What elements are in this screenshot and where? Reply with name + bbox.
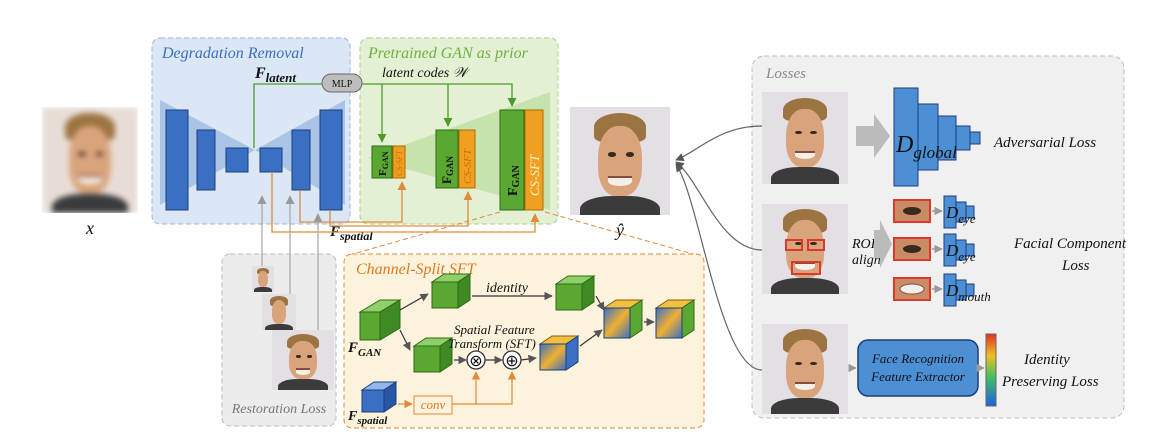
unet-block (196, 129, 216, 191)
d-global-discriminator (893, 87, 981, 187)
input-x-label: x (85, 218, 94, 238)
d-eye-discriminator-2 (943, 233, 975, 267)
csft-callout-line (544, 211, 701, 257)
face-recognition-extractor-box (857, 339, 979, 397)
conv-to-plus-arrow (476, 371, 517, 405)
cssft-block-3 (524, 109, 544, 211)
d-mouth-discriminator (943, 273, 975, 307)
spatial-line (271, 172, 540, 233)
fgan-block-1 (371, 145, 393, 179)
component-face-image (762, 204, 848, 294)
identity-cube-out (554, 275, 596, 311)
identity-cube-in (430, 273, 472, 309)
big-arrow-icon (856, 114, 890, 158)
output-to-loss-arrow (675, 161, 763, 251)
unet-block (319, 109, 343, 211)
identity-feature-bar (985, 333, 997, 407)
f-spatial-label: Fspatial (329, 224, 373, 243)
degradation-removal-title: Degradation Removal (161, 45, 304, 62)
sft-cube-out (538, 335, 580, 371)
mlp-box (321, 73, 363, 93)
output-y-label: ŷ (614, 220, 624, 240)
identity-loss-line1: Identity (1023, 352, 1070, 368)
identity-loss-line2: Preserving Loss (1001, 374, 1099, 390)
csft-arrow (520, 354, 537, 364)
latent-line (362, 83, 517, 107)
conv-box (413, 395, 453, 415)
output-face-image (570, 107, 670, 215)
fr-label-line2: Feature Extractor (870, 369, 966, 384)
fspatial-cube (360, 381, 398, 413)
roi-arrow-icon (874, 220, 892, 268)
roi-label-line2: align (852, 253, 881, 268)
fgan-block-2 (435, 129, 459, 189)
fgan-block-3 (499, 109, 525, 211)
fgan-label-1: FGAN (377, 151, 390, 176)
eye-crop-2-eye (903, 245, 921, 253)
identity-face-image (762, 324, 848, 414)
input-face-image (42, 107, 138, 213)
cssft-block-1 (392, 145, 406, 179)
roi-eye-left-box (785, 239, 803, 251)
fgan-cube (358, 299, 402, 341)
unet-block (259, 147, 283, 173)
unet-block (291, 129, 311, 191)
spatial-line (299, 181, 407, 223)
cssft-block-2 (458, 129, 476, 189)
spatial-line (329, 191, 473, 227)
mlp-label: MLP (332, 79, 353, 90)
facial-loss-line1: Facial Component (1013, 236, 1127, 252)
gan-prior-title: Pretrained GAN as prior (367, 45, 529, 62)
concat-cube-2 (654, 299, 696, 339)
facial-loss-line2: Loss (1061, 258, 1090, 274)
f-latent-label: Flatent (254, 65, 296, 85)
output-to-loss-arrow (675, 125, 763, 161)
roi-mouth-box (791, 261, 821, 275)
conv-label: conv (421, 397, 446, 412)
csft-arrow (595, 295, 605, 311)
plus-symbol: ⊕ (505, 351, 518, 370)
csft-arrow (399, 293, 429, 311)
identity-label: identity (486, 281, 529, 296)
d-eye-discriminator-1 (943, 195, 975, 229)
cssft-label-3: CS-SFT (527, 154, 542, 196)
roi-label-line1: ROI (851, 237, 877, 252)
mouth-crop-mouth (899, 283, 925, 295)
losses-title: Losses (765, 66, 806, 82)
adversarial-loss-label: Adversarial Loss (993, 135, 1096, 151)
cssft-label-2: CS-SFT (462, 148, 474, 184)
cssft-label-1: CS-SFT (395, 150, 404, 176)
adv-face-image (762, 92, 848, 184)
restoration-loss-label: Restoration Loss (231, 402, 327, 417)
sft-label-line1: Spatial Feature (454, 322, 535, 337)
csft-callout-line (345, 211, 501, 257)
sft-label-line2: Transform (SFT) (448, 336, 536, 351)
output-to-loss-arrow (675, 163, 763, 371)
latent-line (253, 83, 322, 148)
multiply-symbol: ⊗ (469, 351, 482, 370)
roi-eye-right-box (807, 239, 825, 251)
unet-block (165, 109, 189, 211)
csft-arrow (579, 329, 603, 347)
eye-crop-1-eye (903, 207, 921, 215)
unet-block (225, 147, 249, 173)
sft-cube-in (412, 337, 454, 373)
csft-arrow (399, 329, 411, 351)
concat-cube-1 (602, 299, 644, 339)
fr-label-line1: Face Recognition (871, 351, 964, 366)
face-scale-large (272, 330, 334, 390)
latent-codes-label: latent codes 𝒲 (382, 66, 471, 81)
face-scale-medium (262, 294, 296, 330)
face-scale-small (252, 266, 274, 292)
